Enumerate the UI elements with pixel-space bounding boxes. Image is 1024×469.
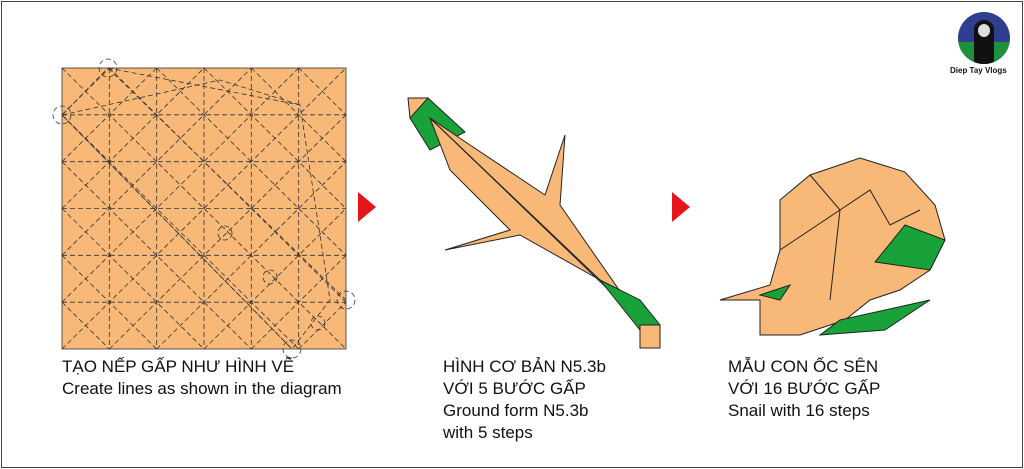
step-3-caption: MẪU CON ỐC SÊN VỚI 16 BƯỚC GẤP Snail wit… bbox=[728, 356, 880, 422]
step-2-caption: HÌNH CƠ BẢN N5.3b VỚI 5 BƯỚC GẤP Ground … bbox=[443, 356, 606, 444]
caption-line: MẪU CON ỐC SÊN bbox=[728, 357, 879, 376]
caption-line: Snail with 16 steps bbox=[728, 401, 870, 420]
arrow-icon bbox=[672, 192, 690, 222]
logo-text: Diep Tay Vlogs bbox=[950, 66, 1007, 75]
caption-line: Ground form N5.3b bbox=[443, 401, 589, 420]
caption-line: VỚI 16 BƯỚC GẤP bbox=[728, 379, 881, 398]
caption-line: Create lines as shown in the diagram bbox=[62, 379, 342, 398]
logo bbox=[958, 12, 1010, 64]
caption-line: with 5 steps bbox=[443, 423, 533, 442]
base-form-figure bbox=[407, 97, 661, 349]
snail-figure bbox=[719, 157, 946, 336]
crease-pattern bbox=[52, 58, 356, 359]
caption-line: HÌNH CƠ BẢN N5.3b bbox=[443, 357, 606, 376]
caption-line: TẠO NẾP GẤP NHƯ HÌNH VẼ bbox=[62, 357, 295, 376]
caption-line: VỚI 5 BƯỚC GẤP bbox=[443, 379, 586, 398]
arrow-icon bbox=[358, 192, 376, 222]
step-1-caption: TẠO NẾP GẤP NHƯ HÌNH VẼ Create lines as … bbox=[62, 356, 342, 400]
